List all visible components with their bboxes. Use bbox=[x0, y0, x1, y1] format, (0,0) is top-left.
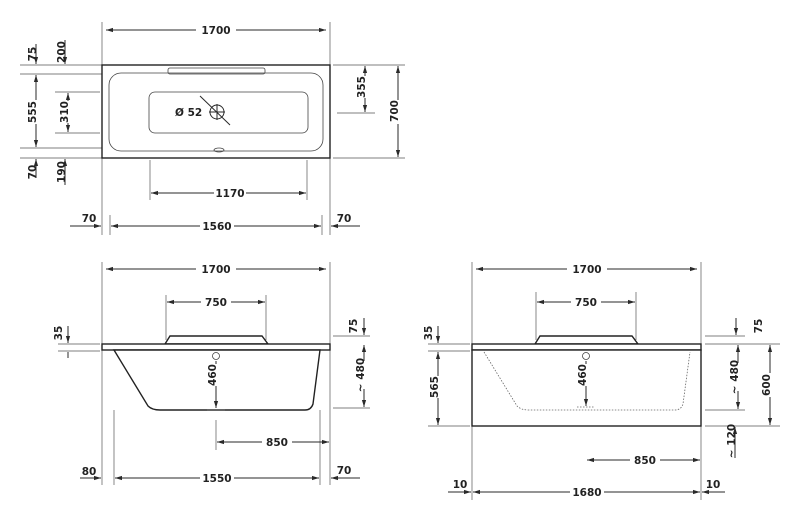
plan-top-rim: 75 bbox=[27, 47, 39, 62]
side-a-height: ~ 480 bbox=[355, 358, 367, 392]
side-b-left-offset: 10 bbox=[453, 479, 468, 491]
drain-diameter: Ø 52 bbox=[175, 107, 202, 119]
side-a-left-rim: 35 bbox=[53, 326, 65, 341]
plan-inner-span: 1560 bbox=[202, 221, 231, 233]
side-a-drain-offset: 850 bbox=[266, 437, 288, 449]
plan-overall-depth: 700 bbox=[389, 100, 401, 122]
plan-left-rim: 70 bbox=[82, 213, 97, 225]
side-a-left-offset: 80 bbox=[82, 466, 97, 478]
side-a-depth: 460 bbox=[207, 364, 219, 386]
side-b-foot-height: ~ 120 bbox=[726, 424, 738, 458]
side-b-right-offset: 10 bbox=[706, 479, 721, 491]
side-b-height: ~ 480 bbox=[729, 360, 741, 394]
side-b-right-rim: 75 bbox=[753, 319, 765, 334]
plan-inner-length: 1170 bbox=[215, 188, 244, 200]
plan-inner-width-left: 555 bbox=[27, 101, 39, 123]
plan-right-offset: 355 bbox=[356, 76, 368, 98]
plan-bottom-rim: 70 bbox=[27, 165, 39, 180]
plan-bottom-offset: 190 bbox=[56, 161, 68, 183]
plan-right-rim: 70 bbox=[337, 213, 352, 225]
side-b-bottom-length: 1680 bbox=[572, 487, 601, 499]
side-b-left-rim: 35 bbox=[423, 326, 435, 341]
side-b-panel-height: 565 bbox=[429, 376, 441, 398]
side-b-depth: 460 bbox=[577, 364, 589, 386]
side-b-drain-offset: 850 bbox=[634, 455, 656, 467]
side-a-handle-span: 750 bbox=[205, 297, 227, 309]
plan-overall-width: 1700 bbox=[201, 25, 230, 37]
side-view-a: 1700 750 35 75 ~ 480 460 850 80 1550 70 bbox=[53, 262, 371, 485]
side-a-right-rim: 75 bbox=[348, 319, 360, 334]
side-a-overall-width: 1700 bbox=[201, 264, 230, 276]
side-view-b: 1700 750 35 565 460 75 ~ 480 600 ~ 120 bbox=[423, 262, 780, 500]
plan-view: 1700 Ø 52 75 555 70 200 310 190 355 bbox=[20, 22, 405, 235]
side-a-right-offset: 70 bbox=[337, 465, 352, 477]
plan-top-offset: 200 bbox=[56, 41, 68, 63]
plan-inner-depth: 310 bbox=[59, 101, 71, 123]
side-b-overall-width: 1700 bbox=[572, 264, 601, 276]
side-b-overall-height: 600 bbox=[761, 374, 773, 396]
side-a-bottom-length: 1550 bbox=[202, 473, 231, 485]
side-b-handle-span: 750 bbox=[575, 297, 597, 309]
